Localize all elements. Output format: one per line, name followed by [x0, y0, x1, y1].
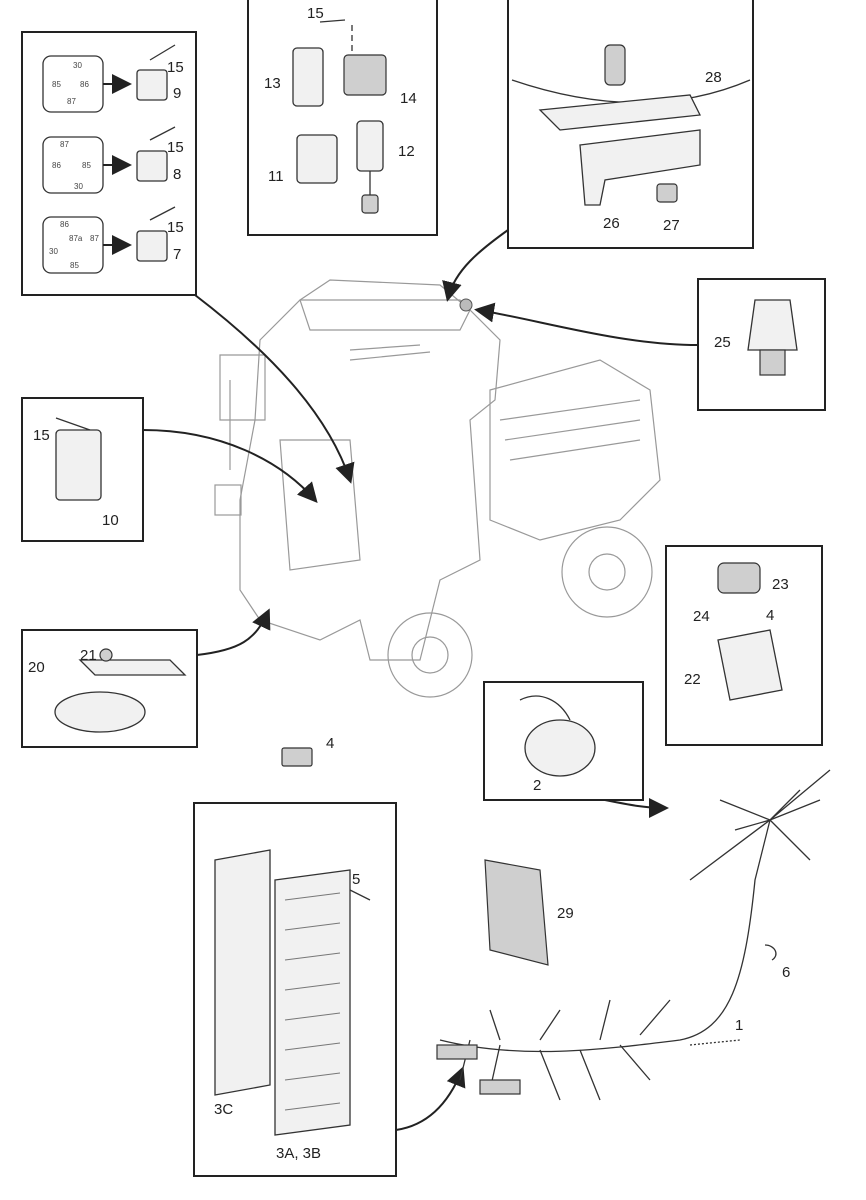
pin-label: 30 [73, 61, 82, 70]
pin-label: 85 [52, 80, 61, 89]
part-3c [214, 849, 271, 1096]
control-units-panel: 15 13 14 11 12 [247, 0, 438, 236]
callout-5: 5 [352, 871, 360, 888]
callout-3a-3b: 3A, 3B [276, 1145, 321, 1162]
callout-28: 28 [705, 69, 722, 86]
pin-label: 86 [52, 161, 61, 170]
pin-label: 85 [70, 261, 79, 270]
pin-label: 30 [49, 247, 58, 256]
callout-15: 15 [167, 139, 184, 156]
callout-3c: 3C [214, 1101, 233, 1118]
pin-label: 87a [69, 234, 83, 243]
callout-15: 15 [167, 59, 184, 76]
horn-panel: 21 20 [21, 629, 198, 748]
callout-26: 26 [603, 215, 620, 232]
callout-9: 9 [173, 85, 181, 102]
part-23 [717, 562, 761, 594]
flasher-unit-panel: 15 10 [21, 397, 144, 542]
part-22 [717, 629, 783, 701]
part-10 [55, 429, 102, 501]
pin-label: 85 [82, 161, 91, 170]
relay-9 [136, 69, 168, 101]
part-4 [281, 747, 313, 767]
pin-label: 87 [60, 140, 69, 149]
callout-6: 6 [782, 964, 790, 981]
beacon-panel: 25 [697, 278, 826, 411]
callout-15: 15 [307, 5, 324, 22]
pin-label: 30 [74, 182, 83, 191]
callout-4: 4 [326, 735, 334, 752]
callout-25: 25 [714, 334, 731, 351]
callout-4: 4 [766, 607, 774, 624]
pin-label: 87 [90, 234, 99, 243]
callout-1: 1 [735, 1017, 743, 1034]
wiring-harness: 1 6 [436, 769, 831, 1101]
callout-15: 15 [33, 427, 50, 444]
relay-panel: 30 85 86 87 15 9 87 86 85 30 15 8 86 87a… [21, 31, 197, 296]
part-3ab [274, 869, 351, 1136]
callout-23: 23 [772, 576, 789, 593]
relay-7 [136, 230, 168, 262]
fuse-holder-panel: 23 24 4 22 [665, 545, 823, 746]
fuse-box-panel: 5 3C 3A, 3B [193, 802, 397, 1177]
pin-label: 86 [80, 80, 89, 89]
buzzer-panel: 2 [483, 681, 644, 801]
callout-20: 20 [28, 659, 45, 676]
tractor-cab-illustration [214, 279, 661, 698]
callout-2: 2 [533, 777, 541, 794]
callout-13: 13 [264, 75, 281, 92]
callout-22: 22 [684, 671, 701, 688]
callout-29: 29 [557, 905, 574, 922]
callout-11: 11 [268, 168, 284, 185]
part-29 [484, 859, 549, 966]
callout-27: 27 [663, 217, 680, 234]
pin-label: 87 [67, 97, 76, 106]
callout-15: 15 [167, 219, 184, 236]
callout-24: 24 [693, 608, 710, 625]
part-14 [343, 54, 387, 96]
callout-8: 8 [173, 166, 181, 183]
part-11 [296, 134, 338, 184]
part-27 [656, 183, 678, 203]
pin-label: 86 [60, 220, 69, 229]
callout-14: 14 [400, 90, 417, 107]
callout-12: 12 [398, 143, 415, 160]
callout-10: 10 [102, 512, 119, 529]
callout-7: 7 [173, 246, 181, 263]
part-13 [292, 47, 324, 107]
beacon-bracket-panel: 28 26 27 [507, 0, 754, 249]
relay-8 [136, 150, 168, 182]
part-12 [356, 120, 384, 172]
callout-21: 21 [80, 647, 97, 664]
